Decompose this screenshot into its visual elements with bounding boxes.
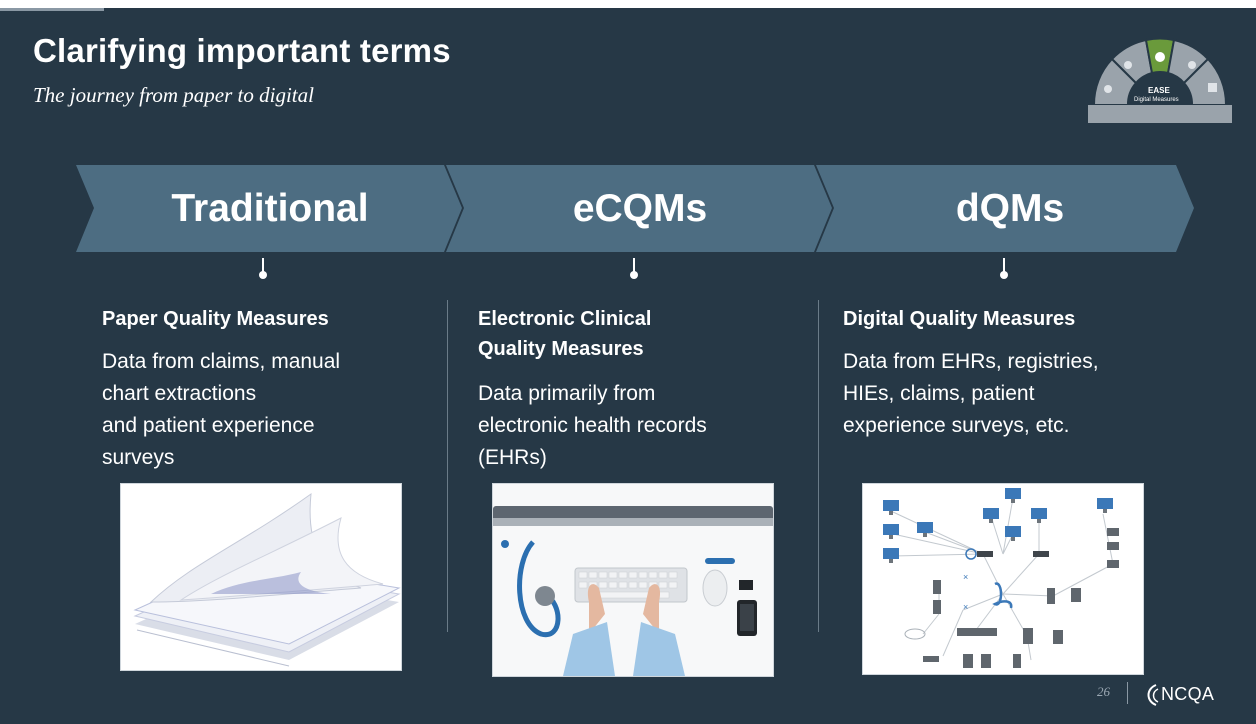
connector-dot-traditional — [259, 271, 267, 279]
connector-dot-dqms — [1000, 271, 1008, 279]
col-body-traditional: Data from claims, manual chart extractio… — [102, 346, 432, 474]
col-title-ecqms: Electronic Clinical Quality Measures — [478, 304, 798, 364]
body-line: chart extractions — [102, 382, 257, 405]
body-line: Data primarily from — [478, 382, 656, 405]
col-title-dqms: Digital Quality Measures — [843, 308, 1076, 330]
computer-stethoscope-image — [492, 483, 774, 677]
arrow-label-dqms: dQMs — [955, 187, 1065, 230]
body-line: electronic health records — [478, 414, 707, 437]
body-line: and patient experience — [102, 414, 315, 437]
top-accent-line — [0, 8, 104, 11]
body-line: (EHRs) — [478, 446, 547, 469]
chevron-dqms — [816, 165, 1194, 252]
ncqa-logo-icon — [1147, 684, 1159, 706]
connector-dqms — [1003, 258, 1005, 274]
col-body-dqms: Data from EHRs, registries, HIEs, claims… — [843, 346, 1203, 442]
column-divider-2 — [818, 300, 819, 632]
process-arrows — [76, 165, 1194, 252]
title-line: Quality Measures — [478, 338, 644, 360]
arrow-label-traditional: Traditional — [171, 187, 369, 230]
body-line: HIEs, claims, patient — [843, 382, 1035, 405]
slide-subtitle: The journey from paper to digital — [33, 83, 314, 107]
body-line: surveys — [102, 446, 175, 469]
slide-title: Clarifying important terms — [33, 32, 451, 69]
ncqa-brand-text: NCQA — [1161, 684, 1215, 704]
body-line: experience surveys, etc. — [843, 414, 1070, 437]
svg-text:×: × — [963, 602, 968, 612]
col-body-ecqms: Data primarily from electronic health re… — [478, 378, 808, 474]
top-border — [0, 0, 1256, 8]
chevron-ecqms — [446, 165, 832, 252]
connector-ecqms — [633, 258, 635, 274]
connector-traditional — [262, 258, 264, 274]
column-divider-1 — [447, 300, 448, 632]
col-title-traditional: Paper Quality Measures — [102, 308, 329, 330]
network-diagram-image: × × — [862, 483, 1144, 675]
connector-dot-ecqms — [630, 271, 638, 279]
page-number: 26 — [1097, 684, 1110, 699]
title-line: Electronic Clinical — [478, 308, 652, 330]
body-line: Data from claims, manual — [102, 350, 341, 373]
svg-text:×: × — [963, 572, 968, 582]
logo-text-ease: EASE — [1148, 86, 1170, 95]
paper-stack-image — [120, 483, 402, 671]
logo-text-subtitle: Digital Measures — [1134, 97, 1179, 103]
arrow-label-ecqms: eCQMs — [572, 187, 708, 230]
footer-separator — [1127, 682, 1128, 704]
chevron-traditional — [76, 165, 462, 252]
ease-digital-measures-logo — [1088, 37, 1232, 123]
body-line: Data from EHRs, registries, — [843, 350, 1099, 373]
